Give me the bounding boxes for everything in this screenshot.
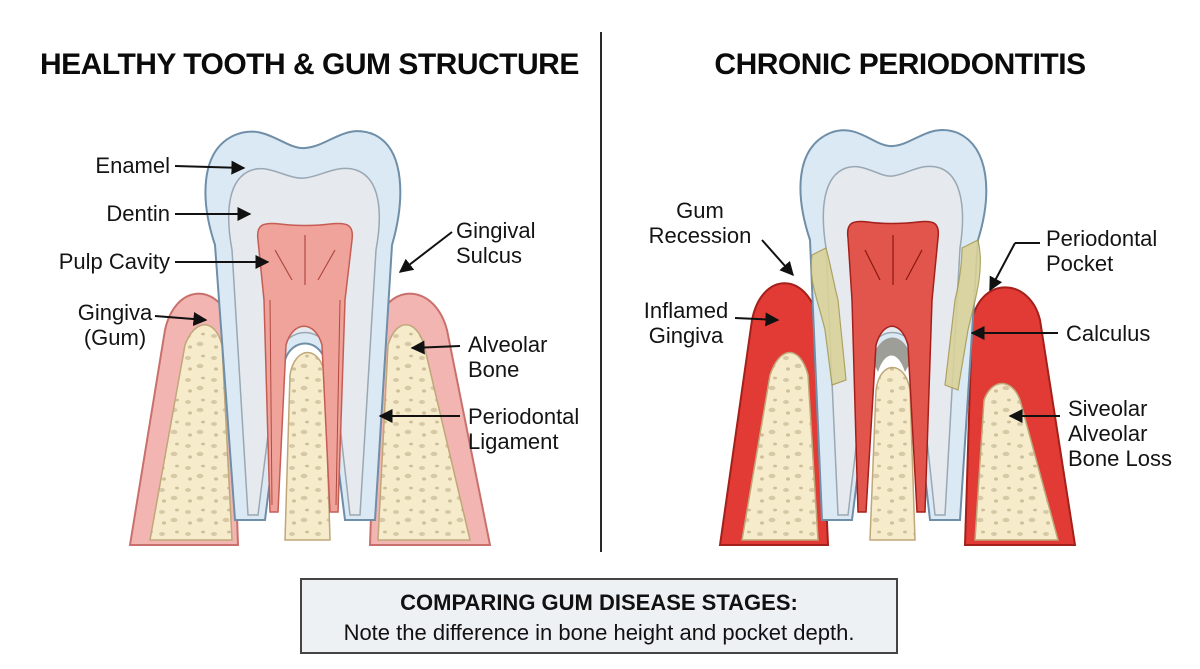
label-enamel: Enamel — [95, 153, 170, 178]
calculus-deposit-right — [944, 239, 981, 391]
label-pulp-cavity: Pulp Cavity — [58, 249, 170, 274]
furcation-grey — [872, 337, 912, 372]
healthy-tooth — [128, 130, 492, 546]
inflamed-pulp — [846, 220, 940, 513]
label-periodontal-ligament: Periodontal Ligament — [468, 404, 580, 454]
panel-divider — [600, 32, 602, 552]
periodontitis-arrows — [734, 239, 1060, 423]
label-gingival-sulcus: Gingival Sulcus — [456, 218, 536, 268]
reduced-interradicular-bone — [869, 366, 916, 541]
calculus-deposit-left — [810, 247, 847, 386]
healthy-arrows — [154, 160, 461, 423]
reduced-bone-left — [741, 351, 819, 541]
healthy-pulp-cavity — [256, 222, 354, 513]
caption-box: COMPARING GUM DISEASE STAGES: Note the d… — [300, 578, 898, 654]
reduced-bone-right — [974, 382, 1059, 541]
label-gum-recession: Gum Recession — [648, 198, 752, 248]
label-inflamed-gingiva: Inflamed Gingiva — [643, 298, 729, 348]
periodontitis-panel-title: CHRONIC PERIODONTITIS — [714, 48, 1086, 81]
label-alveolar-bone: Alveolar Bone — [468, 332, 548, 382]
label-bone-loss: Siveolar Alveolar Bone Loss — [1068, 396, 1172, 471]
periodontitis-tooth — [718, 128, 1077, 546]
caption-text: Note the difference in bone height and p… — [343, 620, 855, 645]
label-gingiva: Gingiva (Gum) — [77, 300, 153, 350]
label-calculus: Calculus — [1066, 321, 1151, 346]
label-periodontal-pocket: Periodontal Pocket — [1046, 226, 1158, 276]
label-dentin: Dentin — [106, 201, 170, 226]
healthy-panel-title: HEALTHY TOOTH & GUM STRUCTURE — [40, 48, 579, 81]
caption-heading: COMPARING GUM DISEASE STAGES: — [400, 590, 798, 615]
